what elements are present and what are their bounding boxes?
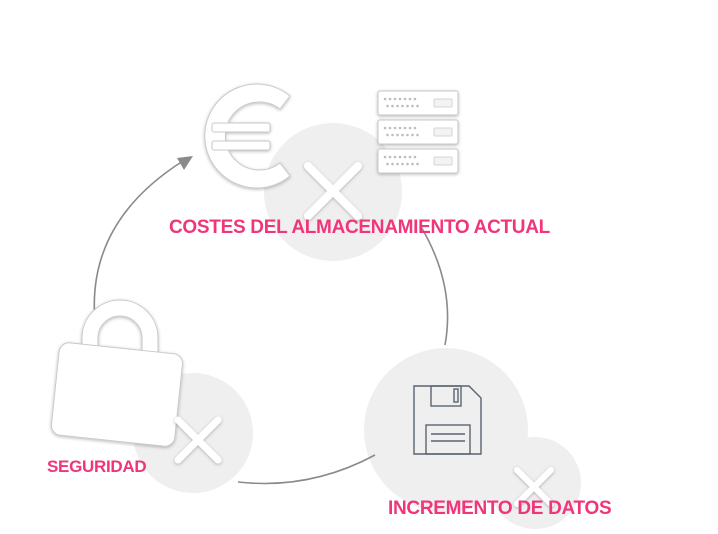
server-vent-dot — [398, 155, 402, 159]
server-vent-dot — [408, 97, 412, 101]
euro-icon — [204, 83, 291, 189]
close-x-icon — [174, 416, 222, 464]
cycle-arc-right — [419, 224, 449, 346]
server-vent-dot — [386, 104, 389, 108]
server-vent-dot — [391, 104, 394, 108]
server-vent-dot — [396, 133, 399, 137]
cycle-arc-bottom — [237, 454, 376, 485]
server-vent-dot — [386, 162, 389, 166]
server-vent-dot — [403, 126, 407, 130]
costes-label: COSTES DEL ALMACENAMIENTO ACTUAL — [169, 217, 550, 238]
server-vent-dot — [391, 162, 394, 166]
server-drive-slot — [433, 98, 453, 108]
incremento-label: INCREMENTO DE DATOS — [388, 498, 612, 519]
server-vent-dot — [398, 97, 402, 101]
server-vent-dot — [408, 155, 412, 159]
server-vent-dot — [403, 155, 407, 159]
server-vent-dot — [401, 133, 404, 137]
server-vent-dot — [416, 162, 419, 166]
server-vent-dot — [413, 155, 417, 159]
server-vent-dot — [383, 126, 387, 130]
server-vent-dot — [408, 126, 412, 130]
cycle-arrowhead — [177, 156, 193, 170]
server-vent-dot — [411, 104, 414, 108]
server-vent-dot — [388, 155, 392, 159]
server-drive-slot — [433, 156, 453, 166]
cycle-arc-left — [93, 160, 184, 331]
server-vent-dot — [391, 133, 394, 137]
server-unit — [377, 119, 459, 145]
floppy-disk-icon — [413, 385, 482, 455]
server-vent-dot — [383, 155, 387, 159]
server-vent-dot — [386, 133, 389, 137]
server-vent-dot — [383, 97, 387, 101]
server-vent-dot — [388, 126, 392, 130]
server-vent-dot — [406, 162, 409, 166]
server-vent-dot — [393, 155, 397, 159]
server-vent-dot — [406, 133, 409, 137]
server-vent-dot — [416, 133, 419, 137]
server-vent-dot — [416, 104, 419, 108]
server-vent-dot — [411, 133, 414, 137]
server-unit — [377, 90, 459, 116]
seguridad-label: SEGURIDAD — [47, 457, 147, 476]
server-vent-dot — [398, 126, 402, 130]
server-vent-dot — [406, 104, 409, 108]
server-unit — [377, 148, 459, 174]
server-vent-dot — [393, 97, 397, 101]
padlock-icon — [50, 299, 183, 447]
server-vent-dot — [413, 97, 417, 101]
server-vent-dot — [393, 126, 397, 130]
close-x-icon — [514, 467, 554, 507]
server-vent-dot — [413, 126, 417, 130]
incremento-circle-large — [364, 348, 528, 512]
server-vent-dot — [388, 97, 392, 101]
server-vent-dot — [401, 162, 404, 166]
server-rack-icon — [377, 90, 459, 174]
server-vent-dot — [396, 104, 399, 108]
server-vent-dot — [401, 104, 404, 108]
server-drive-slot — [433, 127, 453, 137]
server-vent-dot — [411, 162, 414, 166]
server-vent-dot — [403, 97, 407, 101]
close-x-icon — [304, 162, 362, 220]
server-vent-dot — [396, 162, 399, 166]
